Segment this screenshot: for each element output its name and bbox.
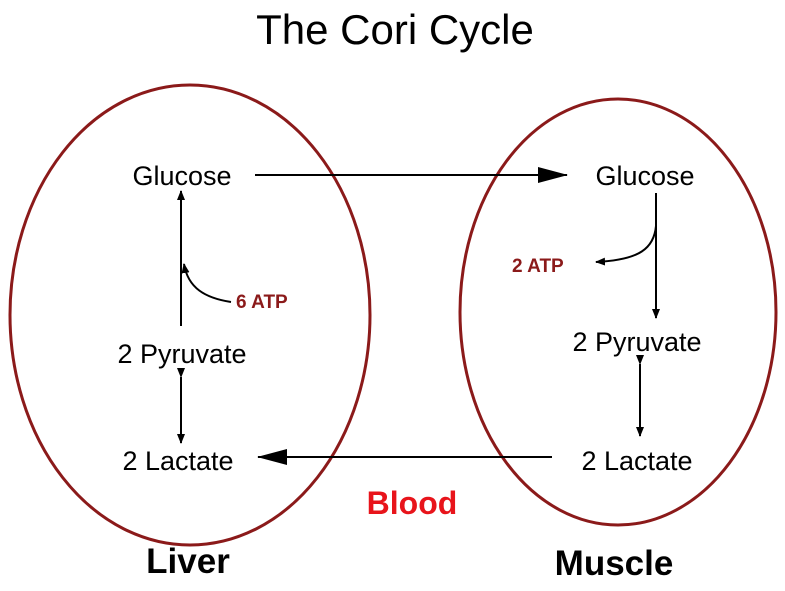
liver-atp-label: 6 ATP [236,292,288,313]
liver-ellipse [8,83,372,547]
muscle-lactate-label: 2 Lactate [581,446,692,476]
muscle-region-label: Muscle [555,544,674,583]
muscle-glucose-label: Glucose [595,161,694,191]
liver-pyruvate-label: 2 Pyruvate [117,339,246,369]
muscle-atp-label: 2 ATP [512,256,564,277]
muscle-ellipse [458,97,778,527]
liver-atp-input-arrow [181,263,232,303]
liver-lactate-label: 2 Lactate [122,446,233,476]
muscle-atp-output-arrow [595,225,657,266]
blood-label: Blood [367,485,458,521]
diagram-title: The Cori Cycle [256,6,534,53]
liver-region-label: Liver [146,542,230,581]
liver-glucose-label: Glucose [132,161,231,191]
muscle-pyruvate-label: 2 Pyruvate [572,327,701,357]
